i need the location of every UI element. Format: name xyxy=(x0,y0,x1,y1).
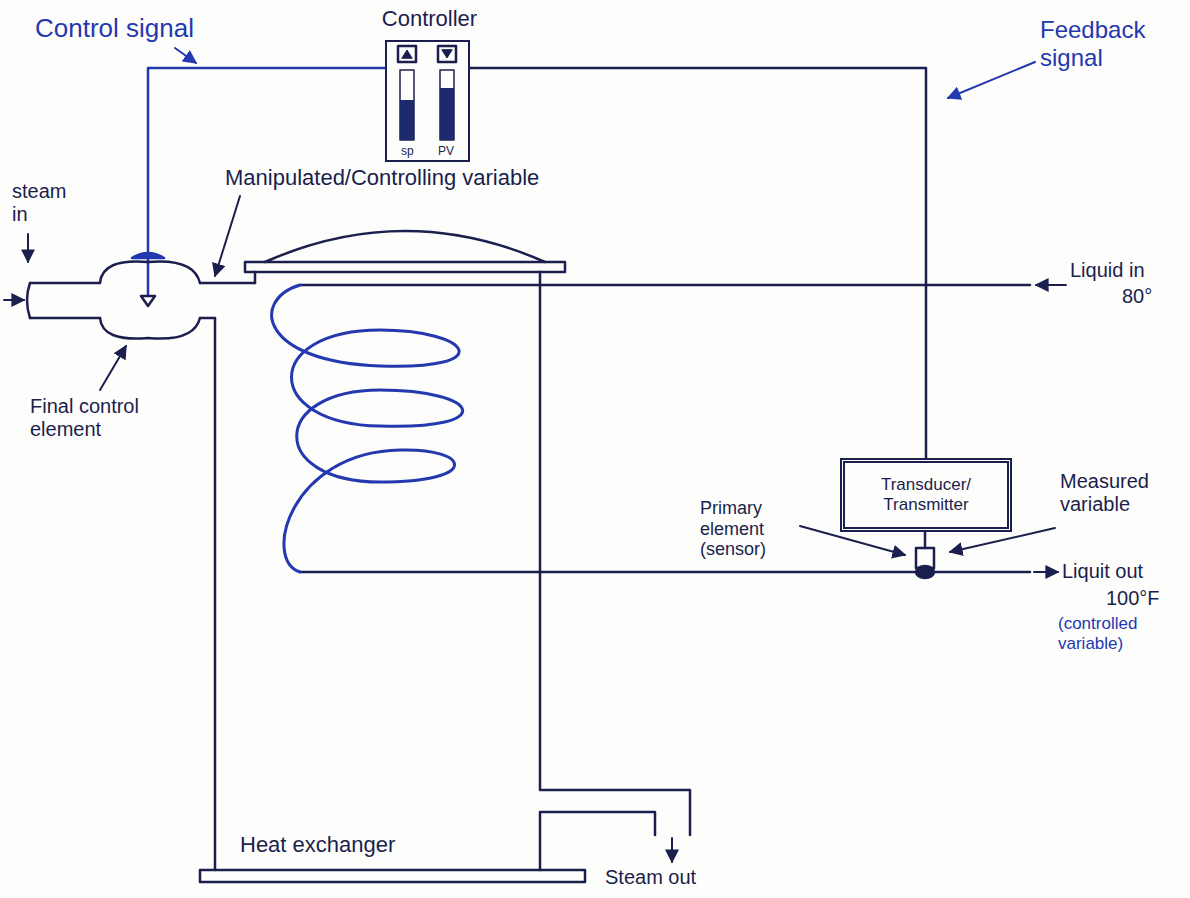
controller-title: Controller xyxy=(347,6,512,32)
flow-name: Liquit out xyxy=(1062,560,1143,583)
leader-arrow xyxy=(100,346,126,390)
part-name: Final control element xyxy=(30,395,180,441)
flow-arrow xyxy=(671,838,673,862)
variable-name: (controlled variable) xyxy=(1058,614,1183,653)
transmitter-box: Transducer/ Transmitter xyxy=(840,458,1012,532)
leader-arrow xyxy=(175,48,196,63)
vessel-dome xyxy=(265,231,545,262)
down-button xyxy=(438,46,456,62)
setpoint-bar xyxy=(400,70,414,140)
steam-pipe xyxy=(30,283,255,318)
signal-name: Control signal xyxy=(35,14,194,44)
variable-name: Manipulated/Controlling variable xyxy=(225,165,539,190)
heat-exchanger-body: Heat exchanger xyxy=(240,832,395,858)
vessel-wall xyxy=(215,272,255,870)
process-value-tag: PV xyxy=(438,144,454,158)
flow-name: Steam out xyxy=(605,866,696,889)
variable-name: Measured variable xyxy=(1060,470,1170,516)
vessel-label: Heat exchanger xyxy=(240,832,395,858)
sensor-stem xyxy=(924,532,927,548)
process-value-bar xyxy=(440,70,454,140)
temperature-value: 100°F xyxy=(1106,587,1160,610)
liquid-in-line xyxy=(300,284,1030,287)
part-name: Primary element (sensor) xyxy=(700,498,800,560)
bottom-flange xyxy=(200,870,585,882)
control-signal-wire xyxy=(148,68,385,255)
controller-box: ControllerspPV xyxy=(385,40,470,162)
flow-name: steam in xyxy=(12,180,74,226)
transmitter-text: Transducer/ Transmitter xyxy=(856,475,996,516)
up-button xyxy=(398,46,416,62)
flow-arrow xyxy=(4,299,24,301)
leader-arrow xyxy=(948,62,1035,98)
flow-arrow xyxy=(1034,571,1058,573)
feedback-signal-wire xyxy=(470,68,926,458)
flow-arrow xyxy=(27,234,29,262)
temperature-value: 80° xyxy=(1122,285,1152,308)
top-flange xyxy=(245,262,565,272)
setpoint-tag: sp xyxy=(401,144,414,158)
leader-arrow xyxy=(215,196,240,276)
flow-name: Liquid in xyxy=(1070,259,1145,282)
signal-name: Feedback signal xyxy=(1040,16,1170,71)
heating-coil xyxy=(272,285,463,572)
flow-arrow xyxy=(1036,284,1066,286)
valve-body xyxy=(100,261,200,283)
